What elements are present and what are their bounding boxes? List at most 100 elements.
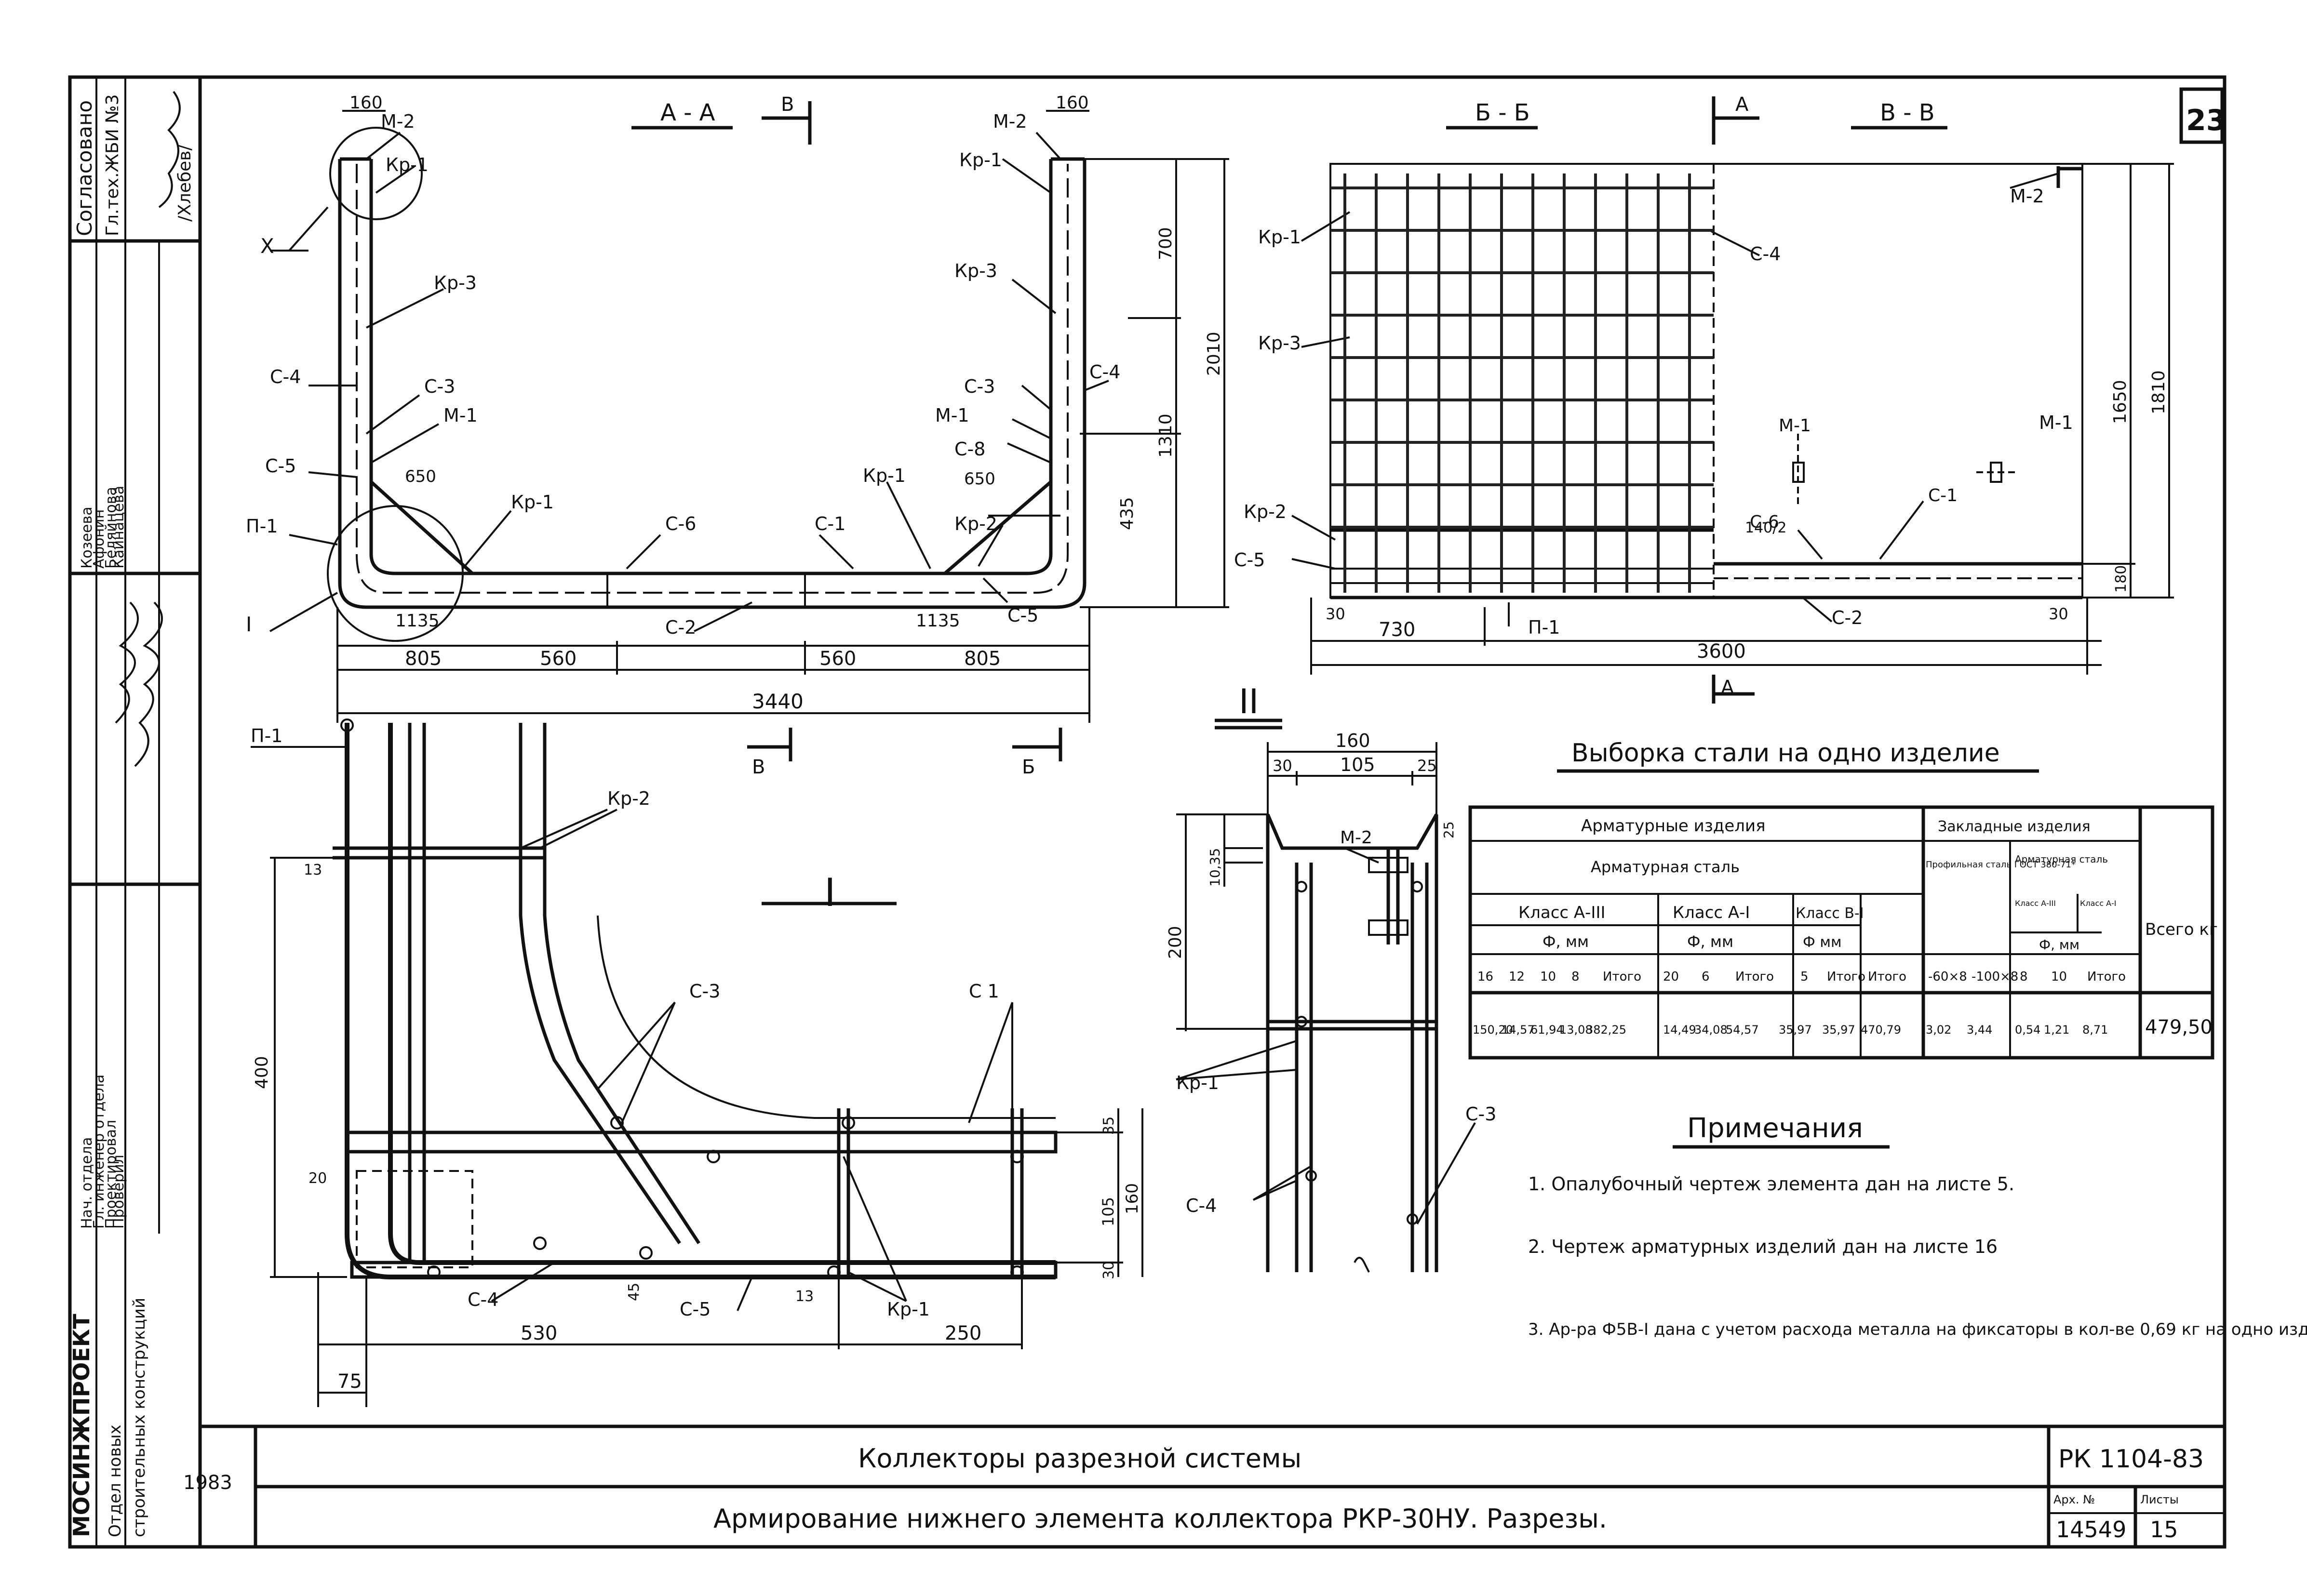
aa-label: Кр-3 [954, 260, 997, 281]
aa-label: С-2 [665, 617, 696, 638]
section-aa-labels: М-2 Кр-1 Кр-3 С-4 С-3 М-1 С-5 650 П-1 Кр… [246, 93, 1224, 778]
table-class-5: Класс А-I [2080, 899, 2117, 908]
d1-dim: 250 [945, 1322, 981, 1344]
aa-label: С-6 [665, 513, 696, 534]
table-value: 34,08 [1694, 1023, 1728, 1037]
detail-1: I [251, 718, 1143, 1407]
bb-label: С-2 [1832, 607, 1863, 628]
table-value: 1,21 [2044, 1023, 2069, 1037]
table-value: 61,94 [1530, 1023, 1564, 1037]
aa-label: 650 [405, 467, 436, 486]
aa-dim: 1135 [916, 611, 960, 631]
aa-label: С-4 [270, 366, 301, 387]
table-col-head: Итого [2087, 970, 2126, 984]
aa-dim: 3440 [752, 690, 804, 713]
aa-label: М-2 [993, 111, 1027, 132]
steel-table-headers: Арматурные изделия Закладные изделия Арм… [1518, 816, 2218, 953]
detail-2: II [1176, 682, 1476, 1273]
detail-1-labels: П-1 Кр-2 С-3 С 1 С-4 С-5 Кр-1 13 400 20 … [251, 725, 1142, 1393]
table-value: 54,57 [1726, 1023, 1759, 1037]
d2-dim: 10,35 [1207, 848, 1223, 887]
d1-label: С 1 [969, 981, 999, 1002]
title-sheet-no: 15 [2150, 1516, 2178, 1543]
table-value: 3,02 [1926, 1023, 1951, 1037]
title-arch-no: 14549 [2056, 1516, 2126, 1543]
table-col-head: Итого [1827, 970, 1865, 984]
section-vv-title: В - В [1880, 99, 1935, 126]
marker-a-top: А [1735, 93, 1749, 116]
bb-dim: 1810 [2149, 370, 2169, 414]
aa-dim: 805 [405, 648, 442, 670]
section-bb-title: Б - Б [1475, 99, 1530, 126]
marker-a-bottom: А [1721, 677, 1734, 699]
table-col-head: -100×8 [1972, 970, 2018, 984]
bb-label: С-4 [1750, 243, 1781, 265]
aa-label: С-3 [424, 376, 455, 397]
bb-label: Кр-3 [1258, 332, 1301, 354]
aa-label: I [246, 612, 252, 636]
aa-dim: 700 [1156, 227, 1176, 260]
table-col-head: 8 [1571, 970, 1580, 984]
stamp-role-4: Проверил [110, 1155, 127, 1229]
aa-dim: 160 [1056, 93, 1089, 113]
aa-label: С-1 [815, 513, 845, 534]
aa-label: X [260, 234, 274, 258]
table-class-4: Класс А-III [2015, 899, 2056, 908]
table-value: 479,50 [2145, 1016, 2213, 1038]
table-col-head: 16 [1477, 970, 1493, 984]
note-3: 3. Ар-ра Ф5В-I дана с учетом расхода мет… [1528, 1320, 2307, 1339]
title-arch-label: Арх. № [2053, 1493, 2095, 1506]
table-value: 150,20 [1473, 1023, 1513, 1037]
aa-dim: 1310 [1156, 413, 1176, 458]
d2-label: С-3 [1465, 1104, 1496, 1125]
aa-label: Кр-1 [386, 154, 429, 175]
note-1: 1. Опалубочный чертеж элемента дан на ли… [1528, 1173, 2014, 1195]
d1-dim: 35 [1100, 1117, 1117, 1135]
table-value: 13,08 [1559, 1023, 1593, 1037]
stamp-dept-2: строительных конструкций [130, 1298, 149, 1537]
detail-2-labels: М-2 Кр-1 С-4 С-3 160 30 105 25 10,35 200… [1166, 730, 1496, 1216]
signature-1 [134, 601, 163, 767]
table-col-head: 20 [1663, 970, 1679, 984]
table-col-head: 5 [1800, 970, 1809, 984]
d1-dim: 13 [795, 1288, 814, 1305]
stamp-name-3: Беляйнова [103, 487, 120, 569]
table-group1: Арматурные изделия [1581, 816, 1766, 836]
d1-dim: 30 [1100, 1261, 1117, 1279]
aa-label: 650 [964, 469, 995, 489]
d1-label: С-4 [468, 1289, 498, 1310]
table-value: 35,97 [1822, 1023, 1855, 1037]
table-value: 3,44 [1967, 1023, 1992, 1037]
signature-3 [158, 91, 181, 208]
bb-label: Кр-1 [1258, 226, 1301, 248]
section-bb: Б - Б В - В А [1291, 93, 2174, 704]
steel-table: Выборка стали на одно изделие [1468, 739, 2214, 1060]
marker-v-top: В [781, 93, 794, 116]
stamp-agreed: Согласовано [73, 100, 96, 236]
table-value: 14,49 [1663, 1023, 1696, 1037]
table-sub2a: Профильная сталь ГОСТ 380-71* [1926, 860, 2076, 870]
sheet-frame [68, 75, 2227, 1549]
aa-label: М-2 [381, 111, 415, 132]
d2-dim: 200 [1166, 926, 1185, 959]
stamp-agreed-2: Гл.тех.ЖБИ №3 [103, 94, 122, 236]
d1-label: Кр-1 [887, 1299, 930, 1320]
d1-label: П-1 [251, 725, 282, 746]
d2-label: Кр-1 [1176, 1072, 1219, 1093]
aa-label: С-3 [964, 376, 995, 397]
table-sub1: Арматурная сталь [1591, 858, 1740, 876]
aa-label: П-1 [246, 516, 278, 537]
bb-label: 140/2 [1745, 519, 1786, 536]
title-sheet-label: Листы [2140, 1493, 2179, 1506]
aa-label: С-5 [265, 455, 296, 477]
table-title: Выборка стали на одно изделие [1571, 739, 2000, 768]
stamp-dept-1: Отдел новых [106, 1424, 125, 1537]
aa-label: М-1 [935, 405, 969, 426]
table-unit-4: Ф, мм [2039, 937, 2079, 953]
section-bb-labels: Кр-1 Кр-3 Кр-2 С-5 С-4 М-1 С-6 С-1 М-1 М… [1234, 186, 2169, 699]
aa-label: Кр-1 [959, 149, 1002, 171]
table-unit-1: Ф, мм [1542, 932, 1589, 951]
sheet-number: 23 [2186, 104, 2227, 137]
table-col-head: 8 [2020, 970, 2028, 984]
table-col-head: 10 [1540, 970, 1556, 984]
